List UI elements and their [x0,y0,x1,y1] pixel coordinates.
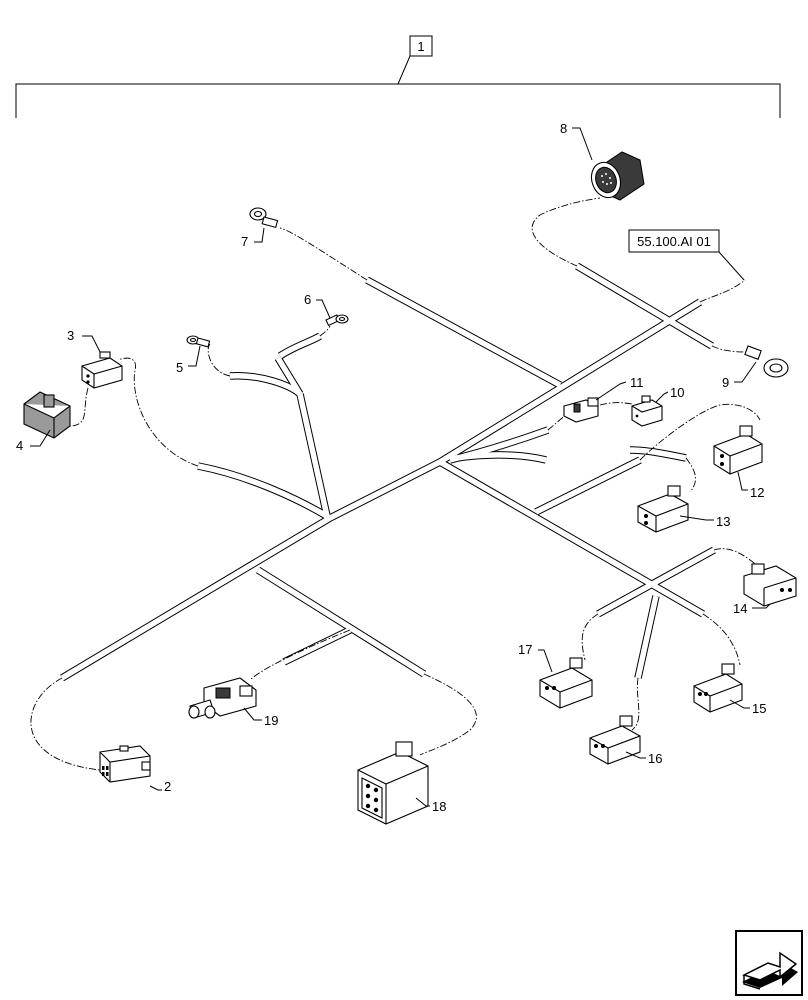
terminal-9[interactable] [744,345,789,378]
connector-16[interactable] [589,715,641,765]
callout-2: 2 [164,779,171,794]
callout-6: 6 [304,292,311,307]
connector-4[interactable] [23,391,71,439]
item-number: 1 [417,39,424,54]
callout-18: 18 [432,799,446,814]
connector-18[interactable] [357,741,429,825]
harness-trunks [60,262,716,682]
callout-15: 15 [752,701,766,716]
terminal-5[interactable] [186,335,211,348]
callout-3: 3 [67,328,74,343]
connector-14[interactable] [743,563,797,607]
callout-5: 5 [176,360,183,375]
callout-10: 10 [670,385,684,400]
next-page-arrow-icon[interactable] [735,930,803,996]
connector-12[interactable] [713,425,763,475]
terminal-7[interactable] [249,207,279,229]
connector-3[interactable] [81,351,123,389]
connector-13[interactable] [637,485,689,533]
connector-8[interactable] [587,151,645,202]
reference-link[interactable]: 55.100.AI 01 [628,229,745,281]
connector-10[interactable] [631,395,663,427]
callout-leaders [30,127,771,807]
connector-11[interactable] [563,397,599,423]
callout-16: 16 [648,751,662,766]
connector-19[interactable] [188,677,257,719]
callout-19: 19 [264,713,278,728]
assembly-bracket: 1 [15,35,781,118]
callout-13: 13 [716,514,730,529]
terminal-6[interactable] [325,314,349,327]
callout-9: 9 [722,375,729,390]
callout-12: 12 [750,485,764,500]
callout-11: 11 [630,375,644,390]
callout-4: 4 [16,438,23,453]
callout-7: 7 [241,234,248,249]
connector-15[interactable] [693,663,743,713]
callout-14: 14 [733,601,747,616]
dashed-wires [30,197,761,771]
connector-2[interactable] [99,745,151,783]
reference-label: 55.100.AI 01 [637,234,711,249]
callout-17: 17 [518,642,532,657]
item-box[interactable] [409,35,433,57]
callout-8: 8 [560,121,567,136]
connector-17[interactable] [539,657,593,709]
callout-labels: 2 3 4 5 6 7 8 9 10 11 12 13 14 15 16 17 … [16,121,766,814]
